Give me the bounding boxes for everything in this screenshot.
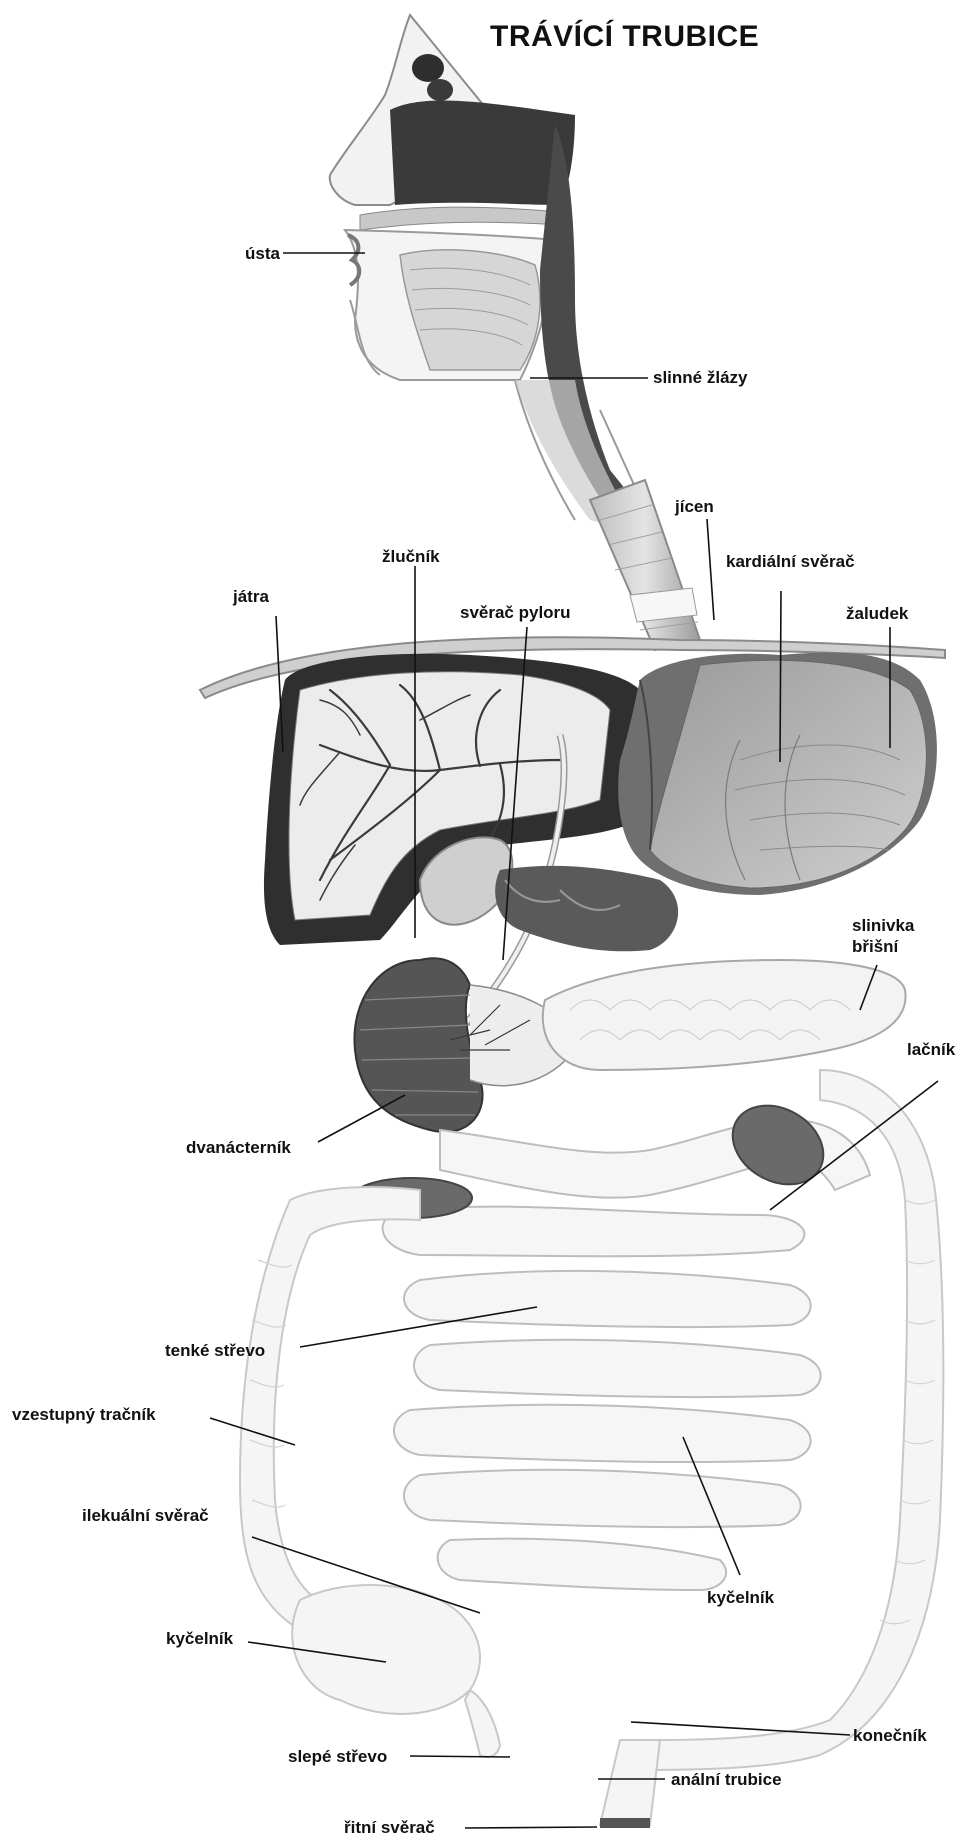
label-zlucnik: žlučník bbox=[382, 546, 440, 567]
label-jatra: játra bbox=[233, 586, 269, 607]
anal-sphincter bbox=[600, 1818, 650, 1828]
label-analni-trubice: anální trubice bbox=[671, 1769, 782, 1790]
label-kycelnik-right: kyčelník bbox=[707, 1587, 774, 1608]
intestine-cut-section bbox=[718, 1090, 837, 1200]
label-jicen: jícen bbox=[675, 496, 714, 517]
label-dvanacternik: dvanácterník bbox=[186, 1137, 291, 1158]
sinus bbox=[412, 54, 444, 82]
page-title: TRÁVÍCÍ TRUBICE bbox=[490, 20, 759, 54]
label-slinne-zlazy: slinné žlázy bbox=[653, 367, 747, 388]
label-slinivka-brisni: slinivka břišní bbox=[852, 915, 914, 957]
label-ritni-sverac: řitní svěrač bbox=[344, 1817, 435, 1838]
label-ilekualni-sverac: ilekuální svěrač bbox=[82, 1505, 209, 1526]
label-konecnik: konečník bbox=[853, 1725, 927, 1746]
label-kycelnik-left: kyčelník bbox=[166, 1628, 233, 1649]
label-usta: ústa bbox=[200, 243, 280, 264]
pancreas bbox=[543, 960, 906, 1070]
palate bbox=[360, 207, 560, 230]
label-kardialni-sverac: kardiální svěrač bbox=[726, 551, 855, 572]
label-tenke-strevo: tenké střevo bbox=[165, 1340, 265, 1361]
stomach bbox=[618, 653, 937, 895]
label-sverac-pyloru: svěrač pyloru bbox=[460, 602, 571, 623]
head-section bbox=[330, 15, 650, 535]
label-lacnik: lačník bbox=[907, 1039, 955, 1060]
label-zaludek: žaludek bbox=[846, 603, 908, 624]
label-vzestupny-tracnik: vzestupný tračník bbox=[12, 1404, 156, 1425]
sinus bbox=[427, 79, 453, 101]
label-slepe-strevo: slepé střevo bbox=[288, 1746, 387, 1767]
nasal-cavity bbox=[390, 101, 575, 205]
